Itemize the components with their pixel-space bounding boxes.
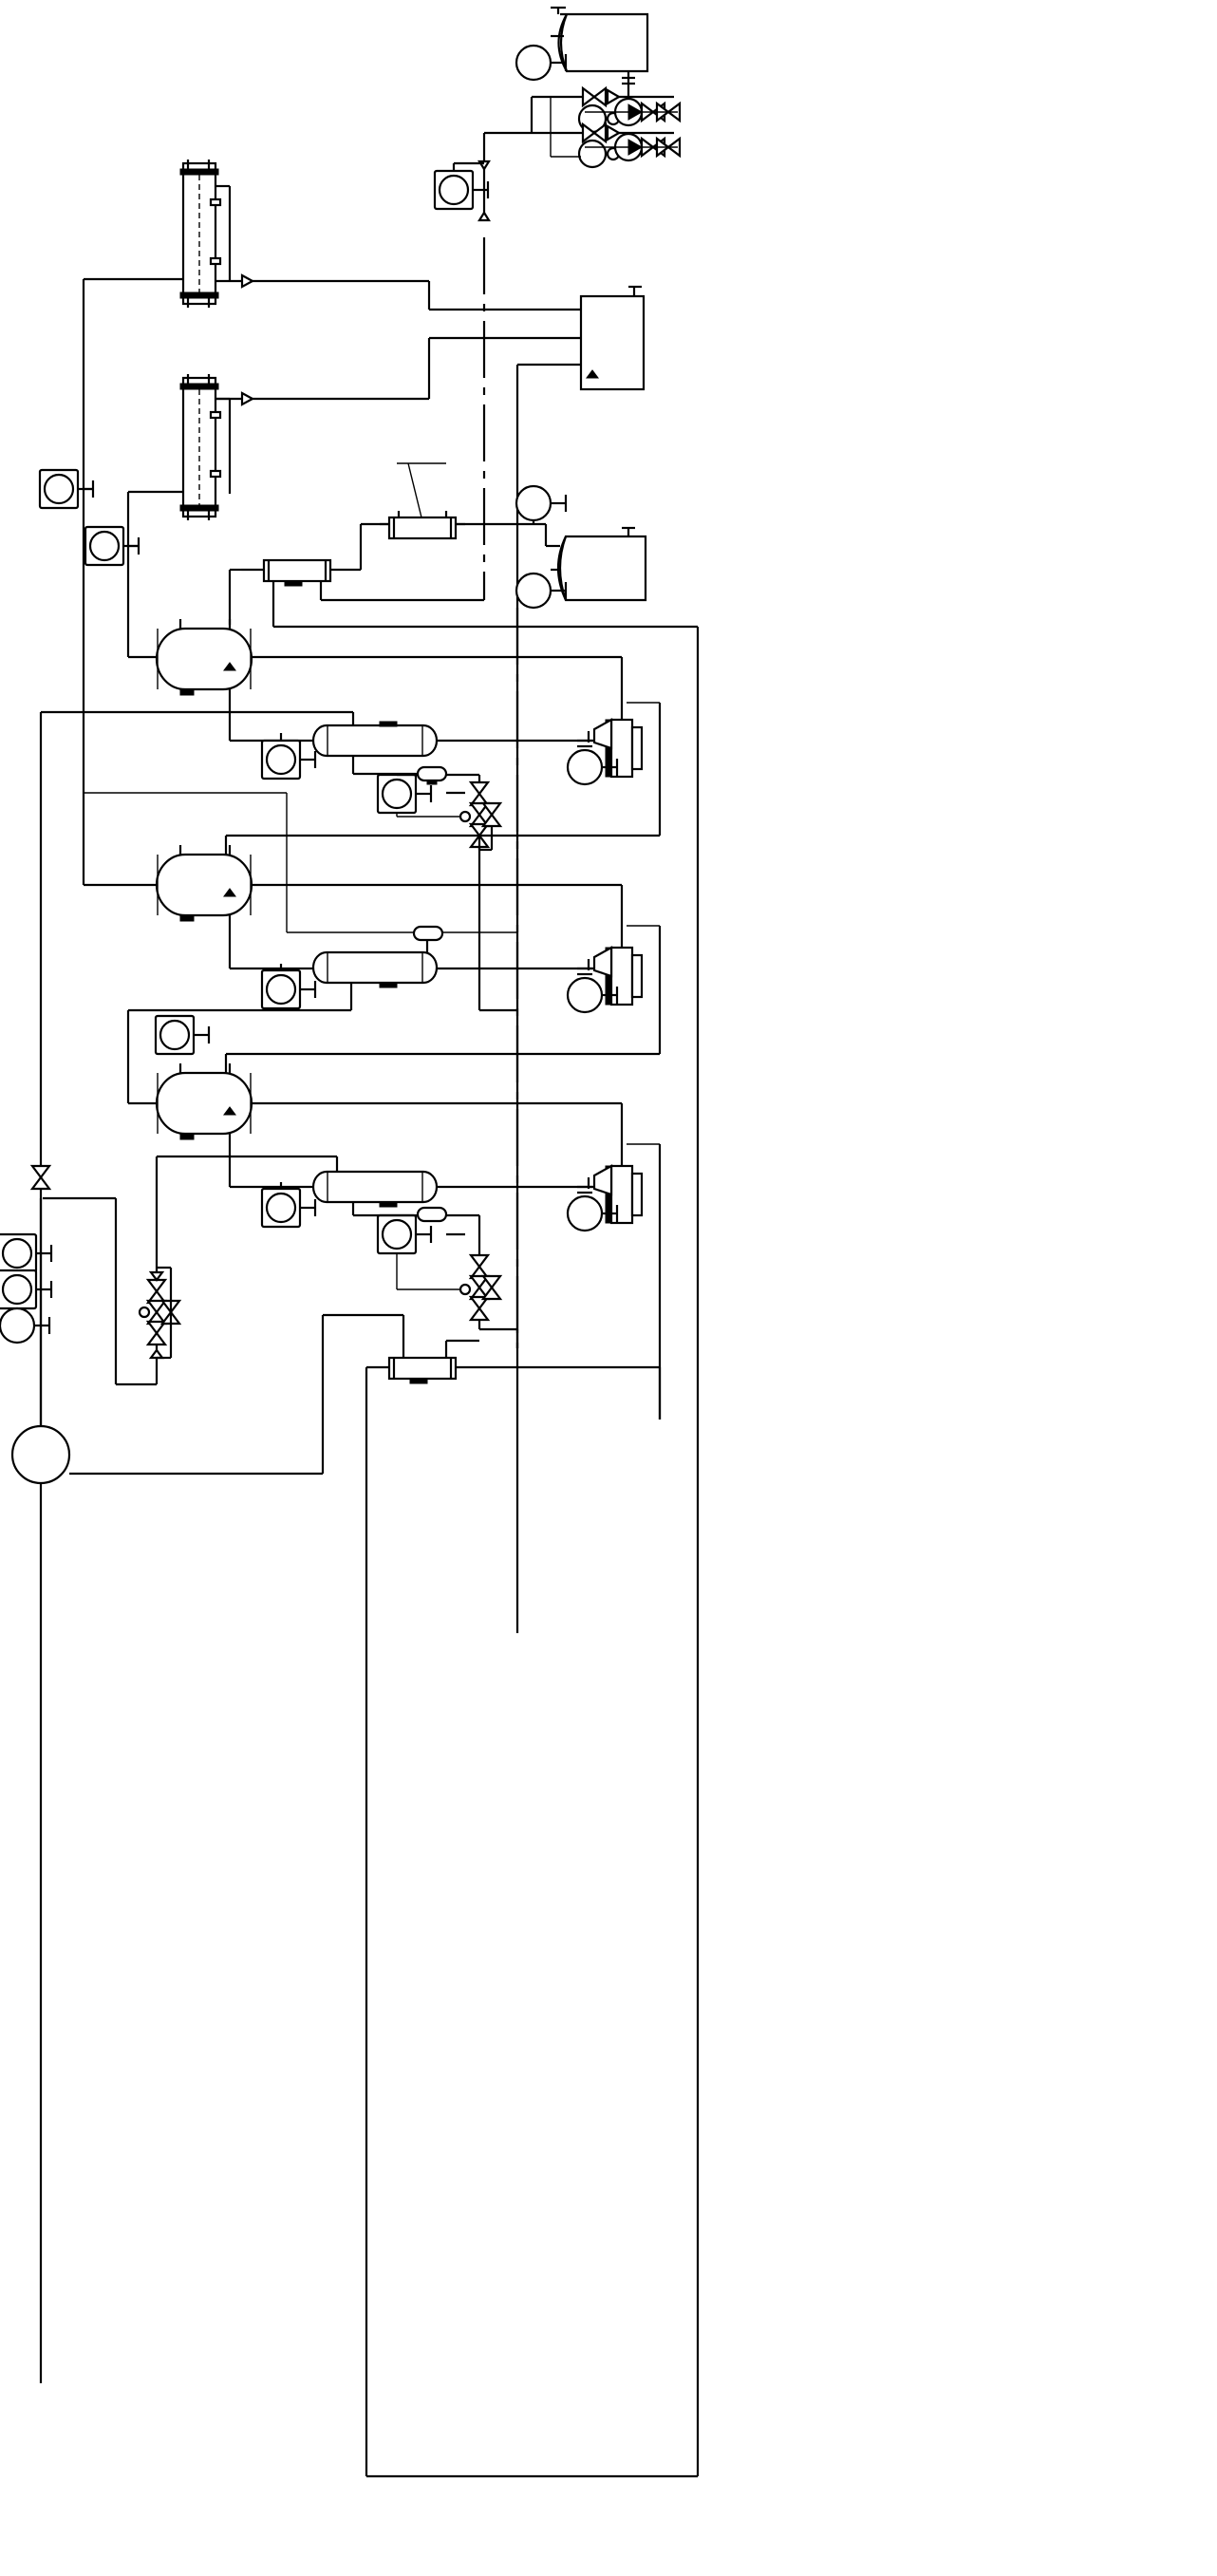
pressure-gauge-icon [0, 1307, 51, 1344]
small-vessel-8 [416, 765, 448, 785]
pressure-gauge-icon [515, 484, 568, 522]
vacuum-gauge-icon [260, 1187, 317, 1229]
inlet-valve-icon [30, 1164, 51, 1191]
feed-pump-group [484, 86, 682, 169]
flow-meter-icon [433, 169, 490, 211]
tank-11 [544, 524, 647, 602]
vacuum-gauge-icon [260, 968, 317, 1010]
separator-9 [155, 619, 253, 696]
feed-valve-train [138, 1266, 181, 1360]
tank-1 [551, 6, 649, 73]
condenser-lower [179, 374, 222, 520]
vacuum-gauge-icon [154, 1014, 211, 1056]
vacuum-gauge-icon [0, 1269, 53, 1310]
small-vessel-4 [416, 1206, 448, 1223]
separator-7 [155, 845, 253, 922]
separator-5 [155, 1063, 253, 1140]
heat-exchanger-3 [387, 1356, 458, 1384]
evaporator-8 [311, 721, 439, 758]
evaporator-4 [311, 1170, 439, 1208]
condenser-upper [179, 160, 222, 308]
heat-exchanger-10 [380, 462, 465, 540]
source-12 [10, 1424, 71, 1485]
vacuum-gauge-icon [0, 1232, 53, 1274]
small-vessel-6 [412, 925, 444, 942]
tank-12 [579, 285, 646, 391]
vacuum-gauge-icon [260, 739, 317, 780]
evaporator-6 [311, 950, 439, 988]
